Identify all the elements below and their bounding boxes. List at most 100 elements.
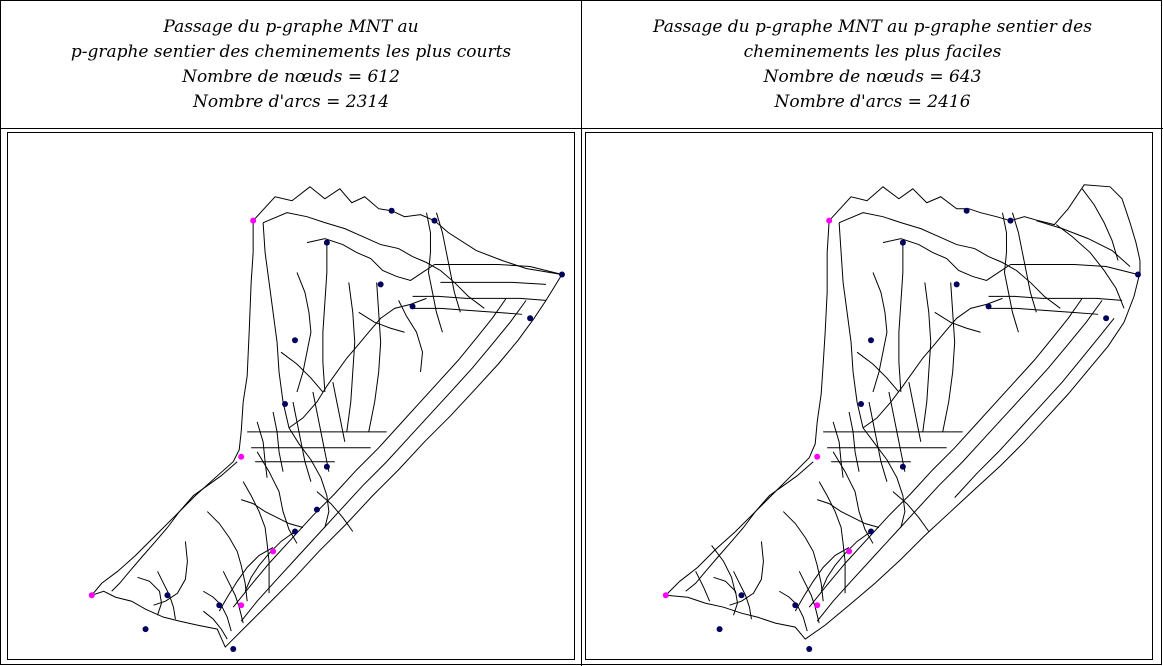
graph-edge — [1010, 265, 1138, 275]
graph-node-pink — [238, 602, 244, 608]
graph-edge — [369, 282, 381, 431]
left-caption-line-1: Passage du p-graphe MNT au — [163, 15, 418, 40]
graph-edge — [426, 213, 442, 333]
graph-edge — [241, 500, 303, 528]
graph-node-pink — [250, 218, 256, 224]
easiest-path-graph-panel — [585, 132, 1153, 660]
graph-edge — [783, 512, 823, 602]
graph-edge — [909, 382, 921, 442]
graph-edge — [989, 296, 1122, 300]
graph-edge — [263, 223, 289, 428]
graph-node-dark — [858, 401, 864, 407]
graph-edge — [1002, 213, 1018, 333]
graph-edge — [317, 492, 353, 532]
graph-edge — [817, 300, 1102, 621]
graph-edge — [257, 452, 297, 544]
graph-edge — [849, 412, 859, 472]
graph-edge — [935, 312, 981, 332]
right-caption-line-1: Passage du p-graphe MNT au p-graphe sent… — [653, 15, 1092, 40]
graph-edge — [263, 213, 484, 309]
easiest-path-graph — [586, 133, 1152, 659]
graph-node-pink — [270, 548, 276, 554]
shortest-path-graph — [8, 133, 574, 659]
graph-edge — [857, 352, 899, 392]
graph-node-dark — [324, 240, 330, 246]
graph-edge — [323, 243, 327, 392]
graph-edge — [203, 611, 227, 639]
graph-edge — [899, 243, 903, 392]
graph-node-pink — [89, 592, 95, 598]
graph-edge — [1036, 221, 1130, 267]
graph-node-dark — [378, 281, 384, 287]
graph-node-dark — [868, 337, 874, 343]
graph-edge — [411, 308, 523, 314]
left-caption: Passage du p-graphe MNT au p-graphe sent… — [1, 1, 581, 128]
graph-edge — [399, 300, 423, 372]
graph-edge — [413, 296, 546, 300]
graph-node-dark — [900, 240, 906, 246]
graph-edge — [839, 213, 1060, 309]
left-caption-arc-count: Nombre d'arcs = 2314 — [193, 90, 389, 115]
graph-node-dark — [143, 626, 149, 632]
graph-node-dark — [986, 303, 992, 309]
graph-edge — [333, 382, 345, 442]
graph-node-dark — [806, 646, 812, 652]
graph-node-dark — [868, 528, 874, 534]
graph-edge — [869, 402, 887, 482]
graph-node-dark — [964, 208, 970, 214]
graph-node-dark — [1007, 218, 1013, 224]
graph-node-dark — [164, 592, 170, 598]
graph-node-pink — [814, 454, 820, 460]
graph-edge — [257, 422, 267, 478]
graph-node-pink — [238, 454, 244, 460]
right-caption: Passage du p-graphe MNT au p-graphe sent… — [582, 1, 1163, 128]
graph-node-pink — [846, 548, 852, 554]
graph-edge — [293, 402, 311, 482]
graph-node-dark — [792, 602, 798, 608]
graph-node-dark — [230, 646, 236, 652]
graph-edge — [833, 422, 843, 478]
graph-edge — [297, 272, 311, 392]
right-caption-arc-count: Nombre d'arcs = 2416 — [774, 90, 970, 115]
left-caption-line-2: p-graphe sentier des cheminements les pl… — [71, 40, 511, 65]
graph-edge — [987, 308, 1099, 314]
graph-edge — [839, 223, 863, 428]
graph-edge — [817, 500, 879, 528]
graph-node-dark — [527, 315, 533, 321]
graph-node-pink — [826, 218, 832, 224]
graph-node-dark — [431, 218, 437, 224]
graph-edge — [686, 462, 814, 592]
graph-edge — [112, 462, 238, 592]
column-divider — [581, 1, 582, 666]
right-caption-node-count: Nombre de nœuds = 643 — [764, 65, 982, 90]
left-caption-node-count: Nombre de nœuds = 612 — [182, 65, 400, 90]
graph-edge — [863, 298, 1002, 428]
graph-edge — [714, 577, 738, 615]
graph-node-pink — [814, 602, 820, 608]
graph-node-dark — [314, 507, 320, 513]
graph-edge — [434, 265, 562, 275]
right-caption-line-2: cheminements les plus faciles — [744, 40, 1002, 65]
graph-node-dark — [1103, 315, 1109, 321]
graph-node-dark — [324, 464, 330, 470]
graph-node-dark — [738, 592, 744, 598]
graph-edge — [241, 300, 526, 621]
graph-edge — [243, 482, 269, 594]
graph-edge — [1056, 225, 1124, 309]
graph-edge — [809, 298, 1082, 607]
graph-edge — [233, 298, 506, 607]
graph-node-dark — [410, 303, 416, 309]
shortest-path-graph-panel — [7, 132, 575, 660]
graph-edge — [833, 452, 873, 544]
graph-node-dark — [389, 208, 395, 214]
graph-node-dark — [954, 281, 960, 287]
graph-edge — [893, 492, 929, 532]
graph-node-dark — [292, 337, 298, 343]
graph-edge — [138, 577, 162, 615]
graph-edge — [943, 282, 955, 431]
graph-node-dark — [559, 271, 565, 277]
graph-node-pink — [663, 592, 669, 598]
graph-node-dark — [282, 401, 288, 407]
graph-node-dark — [292, 528, 298, 534]
